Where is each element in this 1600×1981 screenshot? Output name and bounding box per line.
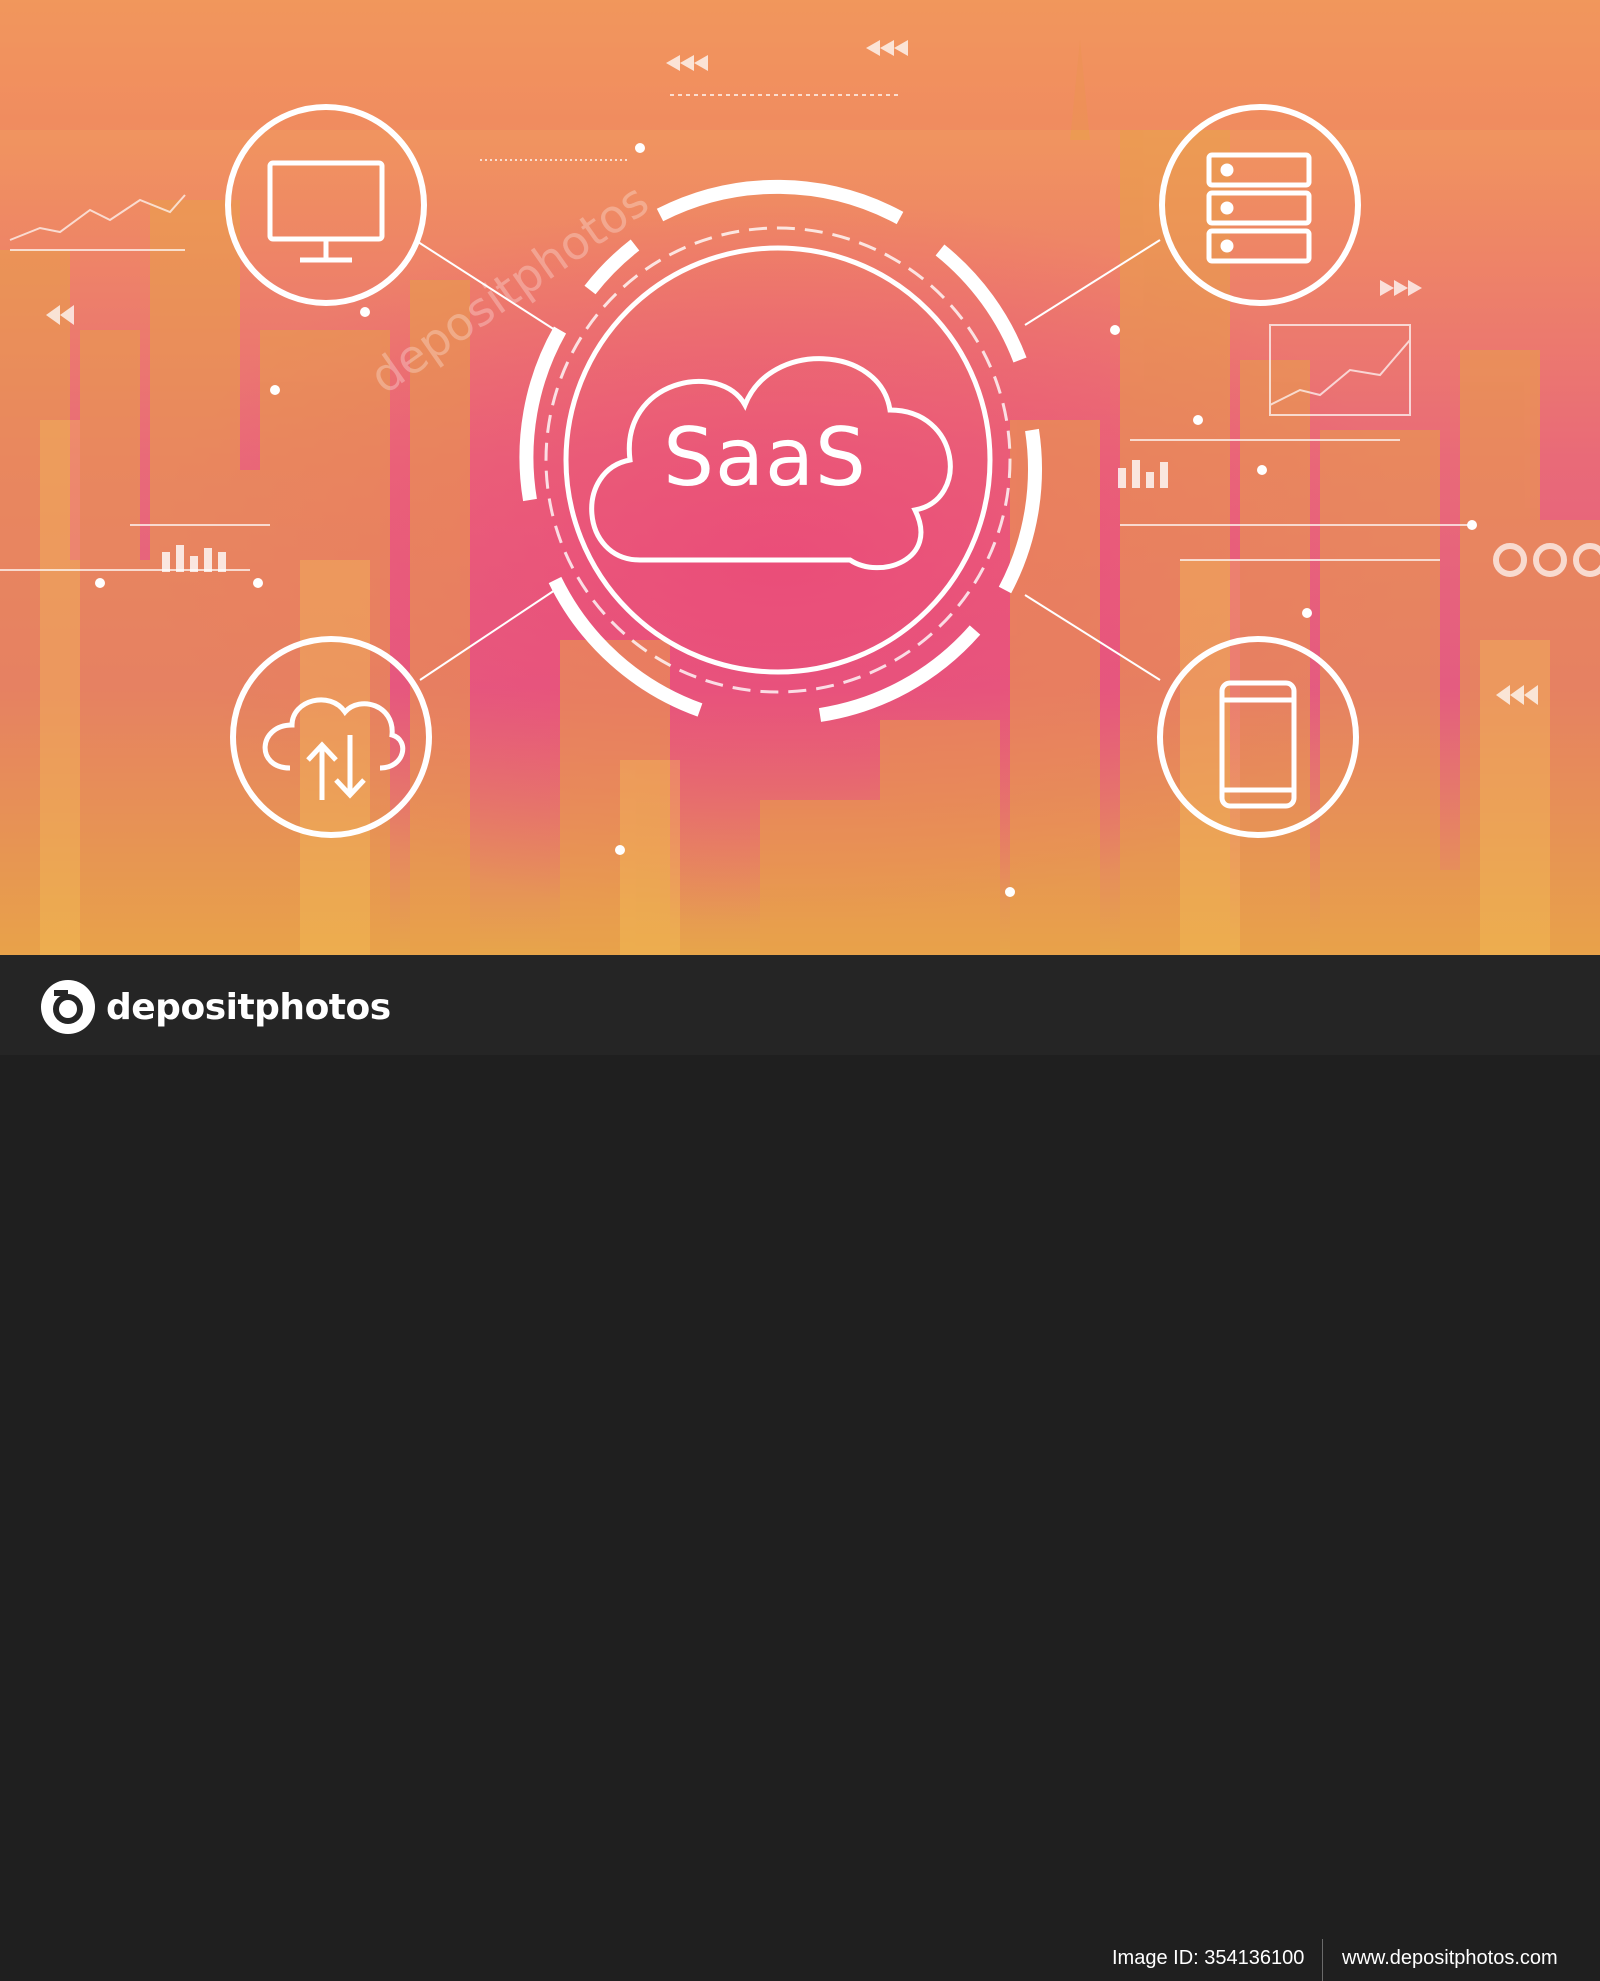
cloud-sync-node-ring xyxy=(230,636,432,838)
site-url-link[interactable]: www.depositphotos.com xyxy=(1342,1947,1558,1969)
smartphone-icon xyxy=(1219,680,1297,809)
hub-segment xyxy=(935,244,1027,363)
hud-bars xyxy=(162,460,1168,572)
brand-logo[interactable]: depositphotos xyxy=(40,979,391,1035)
saas-label: SaaS xyxy=(663,411,867,504)
mobile-node-ring xyxy=(1157,636,1359,838)
hub-segment xyxy=(656,179,904,225)
monitor-node-ring xyxy=(225,104,427,306)
hub-segment xyxy=(519,326,567,502)
footer-bar: depositphotos Image ID: 354136100 www.de… xyxy=(0,955,1600,1981)
hub-segment xyxy=(584,239,640,295)
connector-line xyxy=(419,589,556,681)
camera-logo-icon xyxy=(41,980,95,1034)
hud-decorations xyxy=(0,94,1600,577)
connector-line xyxy=(1024,239,1161,326)
tech-network-overlay xyxy=(0,40,1600,897)
hub-segment xyxy=(998,428,1042,594)
hud-chevrons xyxy=(46,40,1538,705)
server-node-ring xyxy=(1159,104,1361,306)
connector-line xyxy=(414,239,556,331)
image-id-text: Image ID: 354136100 xyxy=(1112,1947,1305,1969)
city-background-photo: SaaS depositphotos xyxy=(0,0,1600,955)
hub-inner-ring xyxy=(563,245,993,675)
monitor-icon xyxy=(267,160,385,263)
hud-dots xyxy=(95,143,1477,897)
connector-line xyxy=(1024,594,1161,681)
server-rack-icon xyxy=(1206,152,1312,264)
brand-name: depositphotos xyxy=(106,986,391,1028)
divider xyxy=(1322,1939,1323,1981)
cloud-outline xyxy=(589,356,953,571)
hub-segment xyxy=(548,576,703,717)
skyline-silhouette xyxy=(0,0,1600,955)
hub-segment xyxy=(818,625,981,722)
cloud-upload-download-icon xyxy=(262,697,406,800)
